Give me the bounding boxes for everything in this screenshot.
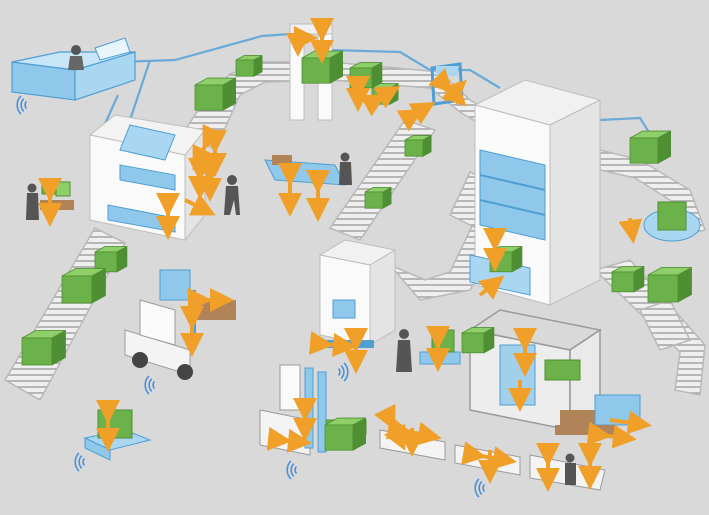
operator-head: [71, 45, 81, 55]
green-box: [648, 268, 692, 302]
orange-direction-arrow-icon: [280, 440, 300, 442]
operator-body: [68, 56, 84, 70]
green-box: [612, 267, 644, 292]
green-box: [22, 331, 66, 365]
orange-direction-arrow-icon: [322, 344, 345, 346]
green-box: [350, 63, 382, 88]
automated-storage-tower: [470, 80, 600, 305]
green-box: [302, 51, 343, 83]
green-box: [405, 136, 431, 157]
green-box: [95, 247, 127, 272]
packaging-workcell: [90, 115, 205, 240]
green-box: [325, 418, 366, 450]
pallet-stretch-wrapper: [316, 240, 395, 348]
orange-direction-arrow-icon: [630, 218, 632, 232]
green-box: [462, 328, 494, 353]
green-box: [630, 131, 671, 163]
green-box: [62, 269, 106, 303]
green-box: [236, 56, 262, 77]
green-box: [195, 78, 236, 110]
green-box: [365, 188, 391, 209]
